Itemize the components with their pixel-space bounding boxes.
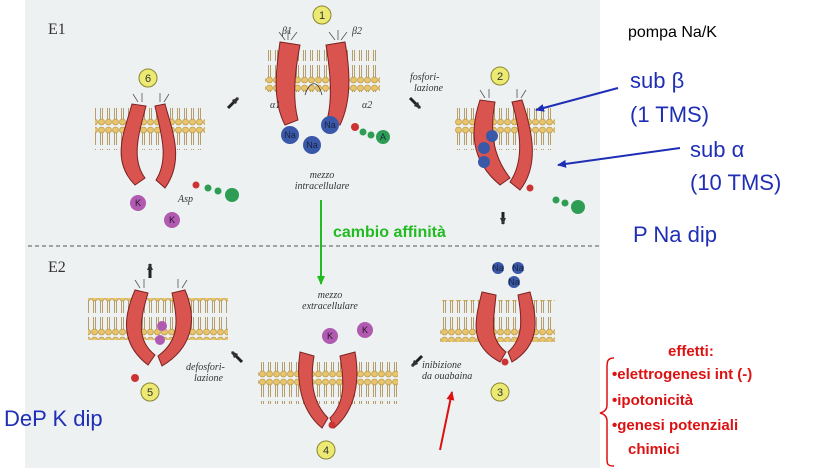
state-e2-label: E2 (48, 259, 66, 276)
na-ion: Na (512, 263, 524, 273)
membrane-2 (455, 108, 555, 150)
mezzo-extracellulare-line2: extracellulare (302, 301, 358, 312)
step-2-panel: 2 fosfori- lazione (408, 66, 585, 214)
na-ion: Na (508, 277, 520, 287)
defosforilazione-line1: defosfori- (186, 362, 225, 373)
beta1-label: β1 (281, 26, 292, 37)
mezzo-intracellulare-line2: intracellulare (295, 181, 350, 192)
sub-alpha-pointer-arrow (557, 147, 681, 168)
inibizione-line2: da ouabaina (422, 371, 472, 382)
sub-alpha-label: sub α (690, 137, 745, 162)
step-5-panel: 5 defosfori- lazione (88, 263, 244, 402)
mezzo-extracellulare-line1: mezzo (318, 290, 342, 301)
k-ion: K (135, 198, 141, 208)
p-na-dip-label: P Na dip (633, 222, 717, 247)
step-3-number: 3 (497, 387, 503, 399)
dep-k-dip-label: DeP K dip (4, 406, 103, 431)
alpha2-label: α2 (362, 100, 372, 111)
inibizione-line1: inibizione (422, 360, 462, 371)
k-ion: K (362, 325, 368, 335)
membrane-6 (95, 108, 205, 150)
sub-alpha-tms-label: (10 TMS) (690, 170, 782, 195)
step-4-panel: mezzo extracellulare K K 4 (258, 290, 398, 460)
step-4-number: 4 (323, 445, 329, 457)
membrane-5 (88, 298, 228, 340)
beta2-label: β2 (351, 26, 362, 37)
arrow-4-to-5 (230, 350, 244, 364)
atp-label: A (380, 132, 386, 142)
inibizione-pointer-arrow (439, 391, 455, 451)
k-ion: K (327, 331, 333, 341)
na-ion: Na (324, 120, 336, 130)
cambio-affinita-label: cambio affinità (333, 224, 446, 241)
sub-beta-pointer-arrow (535, 87, 619, 112)
step-2-number: 2 (497, 71, 503, 83)
step-3-panel: Na Na Na 3 inibizione da ouabaina (410, 212, 555, 402)
asp-label: Asp (177, 194, 193, 205)
arrow-1-to-2 (408, 96, 422, 110)
defosforilazione-line2: lazione (194, 373, 223, 384)
effetti-item-ipotonicita: •ipotonicità (612, 392, 694, 409)
pump-title: pompa Na/K (628, 24, 717, 41)
sub-beta-label: sub β (630, 68, 685, 93)
step-1-panel: 1 β1 β2 α1 α2 Na Na Na A mezzo intracell… (265, 5, 390, 192)
effetti-item-elettrogenesi: •elettrogenesi int (-) (612, 366, 753, 383)
mezzo-intracellulare-line1: mezzo (310, 170, 334, 181)
na-ion: Na (284, 130, 296, 140)
na-ion: Na (306, 140, 318, 150)
na-ion: Na (492, 263, 504, 273)
step-5-number: 5 (147, 387, 153, 399)
effetti-title: effetti: (668, 343, 714, 360)
membrane-4 (258, 362, 398, 404)
arrow-6-to-1 (226, 96, 240, 110)
fosforilazione-line2: lazione (414, 83, 443, 94)
effetti-item-chimici: chimici (628, 441, 680, 458)
membrane-3 (440, 300, 555, 342)
k-ion: K (169, 215, 175, 225)
sub-beta-tms-label: (1 TMS) (630, 102, 710, 127)
alpha1-label: α1 (270, 100, 280, 111)
step-1-number: 1 (319, 10, 325, 22)
state-e1-label: E1 (48, 21, 66, 38)
step-6-number: 6 (145, 73, 151, 85)
effetti-item-genesi: •genesi potenziali (612, 417, 739, 434)
effetti-brace (599, 357, 615, 467)
step-6-panel: 6 K K Asp (95, 68, 240, 228)
arrow-3-to-4 (410, 354, 424, 368)
fosforilazione-line1: fosfori- (410, 72, 439, 83)
